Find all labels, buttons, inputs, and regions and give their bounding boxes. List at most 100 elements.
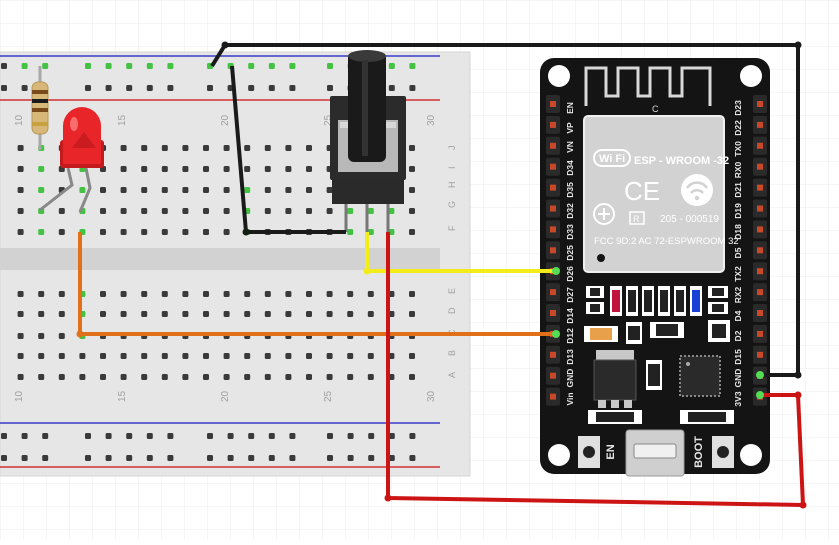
row-letter: D bbox=[447, 307, 457, 314]
led-leg-anode bbox=[78, 167, 92, 213]
breadboard-hole bbox=[223, 208, 230, 214]
header-pin[interactable] bbox=[550, 205, 556, 212]
boot-button-cap[interactable] bbox=[717, 446, 729, 458]
pin-label: D2 bbox=[733, 330, 743, 341]
breadboard-hole bbox=[126, 455, 133, 461]
breadboard-hole bbox=[161, 187, 168, 193]
breadboard-hole bbox=[203, 229, 209, 235]
pin-label: D18 bbox=[733, 224, 743, 240]
pin-label: D15 bbox=[733, 349, 743, 365]
breadboard-hole bbox=[326, 208, 333, 214]
row-letter: G bbox=[447, 201, 457, 208]
breadboard-hole bbox=[264, 145, 271, 151]
breadboard-hole bbox=[367, 291, 374, 297]
header-pin[interactable] bbox=[550, 142, 556, 149]
breadboard-hole bbox=[17, 187, 24, 193]
header-pin[interactable] bbox=[550, 184, 556, 191]
header-pin[interactable] bbox=[550, 121, 556, 128]
breadboard-hole bbox=[42, 455, 49, 461]
pin-label: TX0 bbox=[733, 141, 743, 157]
breadboard-hole bbox=[285, 353, 292, 359]
header-pin[interactable] bbox=[550, 101, 556, 107]
potentiometer bbox=[330, 50, 406, 232]
breadboard-hole bbox=[368, 455, 375, 461]
breadboard-hole bbox=[409, 187, 415, 193]
pin-label: GND bbox=[733, 369, 743, 388]
header-pin[interactable] bbox=[757, 226, 763, 233]
breadboard-hole bbox=[223, 187, 230, 193]
header-pin[interactable] bbox=[757, 163, 763, 170]
header-pin[interactable] bbox=[757, 205, 763, 212]
row-letter: I bbox=[447, 166, 457, 169]
en-button[interactable] bbox=[578, 436, 600, 468]
wifi-symbol-icon bbox=[681, 174, 713, 206]
breadboard-hole bbox=[141, 291, 148, 297]
breadboard-hole bbox=[388, 455, 395, 461]
breadboard-hole bbox=[1, 63, 7, 69]
pin-label: D26 bbox=[565, 266, 575, 282]
antenna: C bbox=[584, 66, 712, 114]
breadboard-hole bbox=[182, 229, 189, 235]
breadboard-hole bbox=[120, 229, 127, 235]
breadboard-hole-active bbox=[409, 63, 416, 69]
header-pin[interactable] bbox=[757, 310, 763, 316]
header-pin[interactable] bbox=[550, 247, 556, 254]
header-pin[interactable] bbox=[757, 289, 763, 296]
header-pin[interactable] bbox=[757, 330, 763, 337]
breadboard-hole bbox=[17, 229, 24, 235]
boot-button[interactable] bbox=[712, 436, 734, 468]
header-pin[interactable] bbox=[757, 247, 763, 254]
row-letters-top: J I H G F bbox=[447, 146, 457, 232]
header-pin[interactable] bbox=[757, 101, 763, 107]
led-highlight bbox=[70, 117, 78, 131]
breadboard-hole bbox=[409, 353, 415, 359]
breadboard-hole bbox=[182, 166, 189, 172]
breadboard-hole bbox=[409, 433, 416, 439]
header-pin[interactable] bbox=[550, 310, 556, 316]
breadboard-hole bbox=[120, 311, 127, 317]
header-pin[interactable] bbox=[757, 184, 763, 191]
breadboard-hole bbox=[1, 85, 7, 91]
en-button-cap[interactable] bbox=[583, 446, 595, 458]
breadboard-hole bbox=[167, 433, 174, 439]
header-pin[interactable] bbox=[757, 121, 763, 128]
pin-label: D27 bbox=[565, 287, 575, 303]
breadboard-hole bbox=[285, 311, 292, 317]
header-pin[interactable] bbox=[757, 268, 763, 275]
breadboard-hole bbox=[120, 208, 127, 214]
breadboard-hole-active bbox=[289, 63, 296, 69]
breadboard-hole bbox=[85, 455, 91, 461]
recycle-icon bbox=[593, 203, 615, 225]
breadboard-hole bbox=[223, 291, 230, 297]
breadboard-hole bbox=[182, 291, 189, 297]
breadboard-hole bbox=[100, 291, 106, 297]
header-pin[interactable] bbox=[550, 289, 556, 296]
breadboard-hole bbox=[223, 229, 230, 235]
row-letter: J bbox=[447, 146, 457, 151]
header-pin[interactable] bbox=[550, 393, 556, 400]
header-pin[interactable] bbox=[757, 142, 763, 149]
row-letter: F bbox=[447, 225, 457, 231]
pin-connection-gnd bbox=[756, 371, 764, 379]
breadboard-hole bbox=[409, 311, 415, 317]
header-pin[interactable] bbox=[757, 351, 763, 358]
breadboard-hole bbox=[285, 208, 292, 214]
header-pin[interactable] bbox=[550, 372, 556, 379]
usb-opening bbox=[633, 443, 677, 459]
smd-components bbox=[584, 286, 734, 424]
antenna-label: C bbox=[652, 104, 659, 114]
breadboard-hole bbox=[203, 311, 209, 317]
header-pin[interactable] bbox=[550, 351, 556, 358]
header-pin[interactable] bbox=[550, 163, 556, 170]
row-letter: H bbox=[447, 182, 457, 189]
header-pin[interactable] bbox=[550, 226, 556, 233]
resistor-band bbox=[32, 99, 48, 103]
breadboard-hole bbox=[105, 85, 112, 91]
micro-usb-port[interactable] bbox=[625, 429, 685, 477]
breadboard-hole bbox=[264, 311, 271, 317]
usb-uart-chip bbox=[679, 355, 721, 397]
wire-endpoints bbox=[76, 41, 807, 509]
breadboard-hole bbox=[58, 208, 65, 214]
column-number: 30 bbox=[426, 390, 437, 402]
wire-bend bbox=[794, 371, 802, 379]
